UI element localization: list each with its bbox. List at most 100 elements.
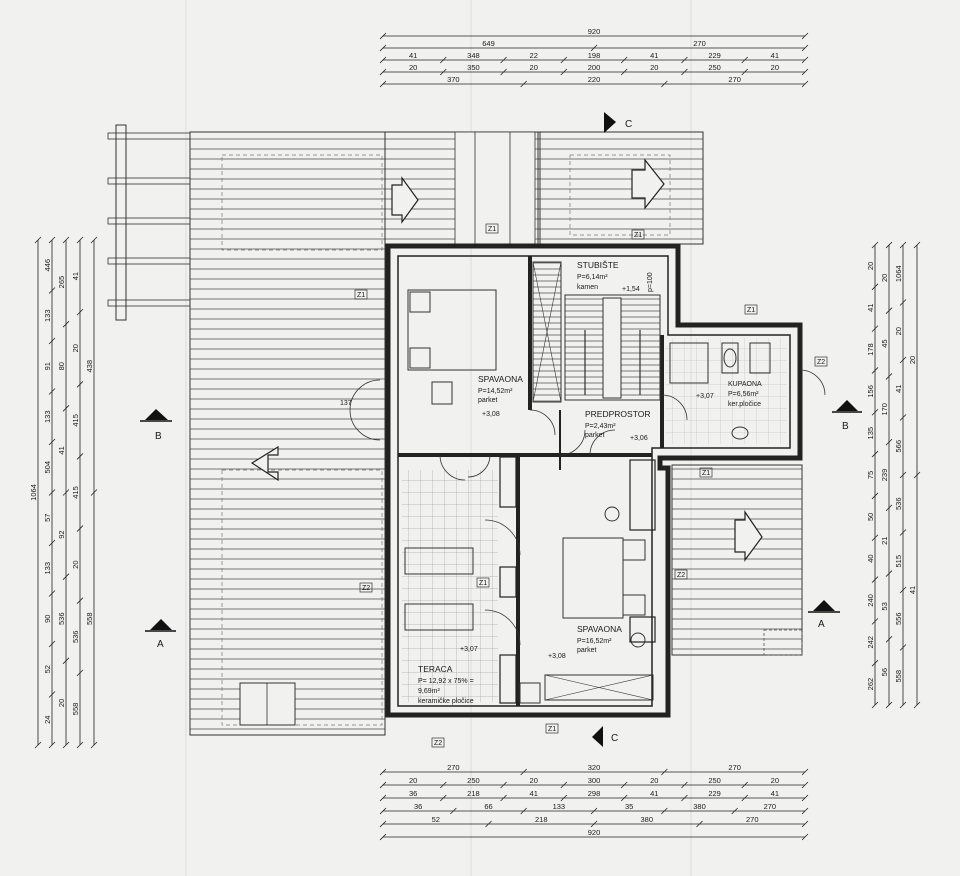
section-label-c-bottom: C: [611, 733, 618, 744]
room-predprostor: PREDPROSTOR P=2,43m² parket +3,06: [585, 409, 651, 442]
opening-tags: Z1 Z1 Z1 Z1 Z2 Z1 Z1 Z2 Z2 Z1 Z2 137 p=1…: [340, 223, 828, 748]
dimension-value: 52: [43, 665, 52, 673]
pergola: [107, 124, 191, 321]
dimension-value: 35: [625, 802, 633, 811]
svg-text:Z2: Z2: [817, 359, 825, 366]
dimension-value: 556: [894, 612, 903, 625]
dimension-value: 536: [894, 497, 903, 510]
dimension-value: 218: [535, 815, 548, 824]
building-walls: [385, 243, 803, 718]
roof-top-middle: [384, 131, 541, 245]
dimension-value: 536: [71, 631, 80, 644]
svg-text:Z1: Z1: [702, 470, 710, 477]
dimension-value: 36: [409, 789, 417, 798]
dimension-value: 265: [57, 276, 66, 289]
room-level: +3,07: [460, 646, 478, 653]
dimension-value: 20: [894, 327, 903, 335]
svg-text:Z2: Z2: [434, 740, 442, 747]
section-label-c-top: C: [625, 119, 632, 130]
room-name: TERACA: [418, 664, 453, 674]
room-level: +3,07: [696, 393, 714, 400]
room-level: +3,08: [482, 411, 500, 418]
section-label-a-left: A: [157, 639, 164, 650]
room-name: SPAVAONA: [478, 374, 523, 384]
dimension-value: 920: [588, 828, 601, 837]
dimension-value: 270: [728, 763, 741, 772]
room-teraca: TERACA P= 12,92 x 75% = 9,69m² keramičke…: [418, 646, 478, 705]
dimension-value: 515: [894, 555, 903, 568]
dimension-value: 22: [530, 51, 538, 60]
section-label-a-right: A: [818, 619, 825, 630]
room-finish: ker.pločice: [728, 401, 761, 408]
dimension-value: 415: [71, 486, 80, 499]
dimension-value: 20: [771, 776, 779, 785]
roof-left: [189, 131, 386, 736]
dimension-value: 415: [71, 414, 80, 427]
dimension-value: 20: [57, 699, 66, 707]
dimension-value: 41: [71, 272, 80, 280]
dimension-value: 200: [588, 63, 601, 72]
dimension-value: 566: [894, 440, 903, 453]
svg-text:Z2: Z2: [362, 585, 370, 592]
dimension-value: 41: [409, 51, 417, 60]
room-level: +3,06: [630, 435, 648, 442]
dimension-value: 20: [409, 63, 417, 72]
dimension-value: 57: [43, 514, 52, 522]
dimension-value: 270: [447, 763, 460, 772]
dimension-value: 41: [894, 385, 903, 393]
dimension-value: 20: [880, 274, 889, 282]
svg-text:Z1: Z1: [488, 226, 496, 233]
dimension-value: 56: [880, 668, 889, 676]
dimension-value: 53: [880, 602, 889, 610]
svg-text:Z1: Z1: [747, 307, 755, 314]
dimension-value: 41: [771, 789, 779, 798]
svg-text:Z1: Z1: [479, 580, 487, 587]
dimension-value: 348: [467, 51, 480, 60]
dimension-value: 50: [866, 513, 875, 521]
dimension-value: 20: [530, 63, 538, 72]
room-finish: kamen: [577, 284, 598, 291]
room-area: P=16,52m²: [577, 638, 612, 645]
dimension-value: 21: [880, 537, 889, 545]
room-spavaona-right: SPAVAONA P=16,52m² parket +3,08: [548, 624, 622, 660]
section-label-b-left: B: [155, 431, 162, 442]
dimension-value: 1064: [894, 265, 903, 282]
slope-arrow-icon: [250, 158, 763, 562]
dimension-value: 536: [57, 612, 66, 625]
dimension-value: 649: [482, 39, 495, 48]
dimension-value: 1064: [29, 484, 38, 501]
dimension-value: 446: [43, 259, 52, 272]
dimension-value: 380: [693, 802, 706, 811]
dimension-value: 40: [866, 554, 875, 562]
dimension-value: 90: [43, 615, 52, 623]
room-finish: keramičke pločice: [418, 698, 474, 705]
dimension-value: 20: [650, 63, 658, 72]
staircase: [532, 261, 661, 701]
dimension-value: 229: [708, 789, 721, 798]
room-spavaona-left: SPAVAONA P=14,52m² parket +3,08: [478, 374, 523, 418]
roof-right-lower: [671, 464, 803, 656]
dimension-value: 262: [866, 678, 875, 691]
dimension-value: 250: [708, 776, 721, 785]
dimension-value: 350: [467, 63, 480, 72]
dimension-value: 135: [866, 427, 875, 440]
dimension-value: 270: [693, 39, 706, 48]
roof-top-right: [537, 131, 704, 245]
dimension-value: 20: [771, 63, 779, 72]
dimension-value: 20: [71, 560, 80, 568]
paper-fold-line: [185, 0, 187, 876]
paper-fold-line: [470, 0, 472, 876]
svg-text:Z1: Z1: [634, 232, 642, 239]
bathroom-tiles: [665, 338, 787, 444]
dimension-value: 41: [57, 446, 66, 454]
section-labels: B B A A C C: [155, 119, 849, 744]
dimension-value: 920: [588, 27, 601, 36]
dimension-value: 20: [409, 776, 417, 785]
room-area-net: 9,69m²: [418, 688, 440, 695]
dimension-value: 198: [588, 51, 601, 60]
dimension-value: 250: [708, 63, 721, 72]
dimension-value: 91: [43, 362, 52, 370]
